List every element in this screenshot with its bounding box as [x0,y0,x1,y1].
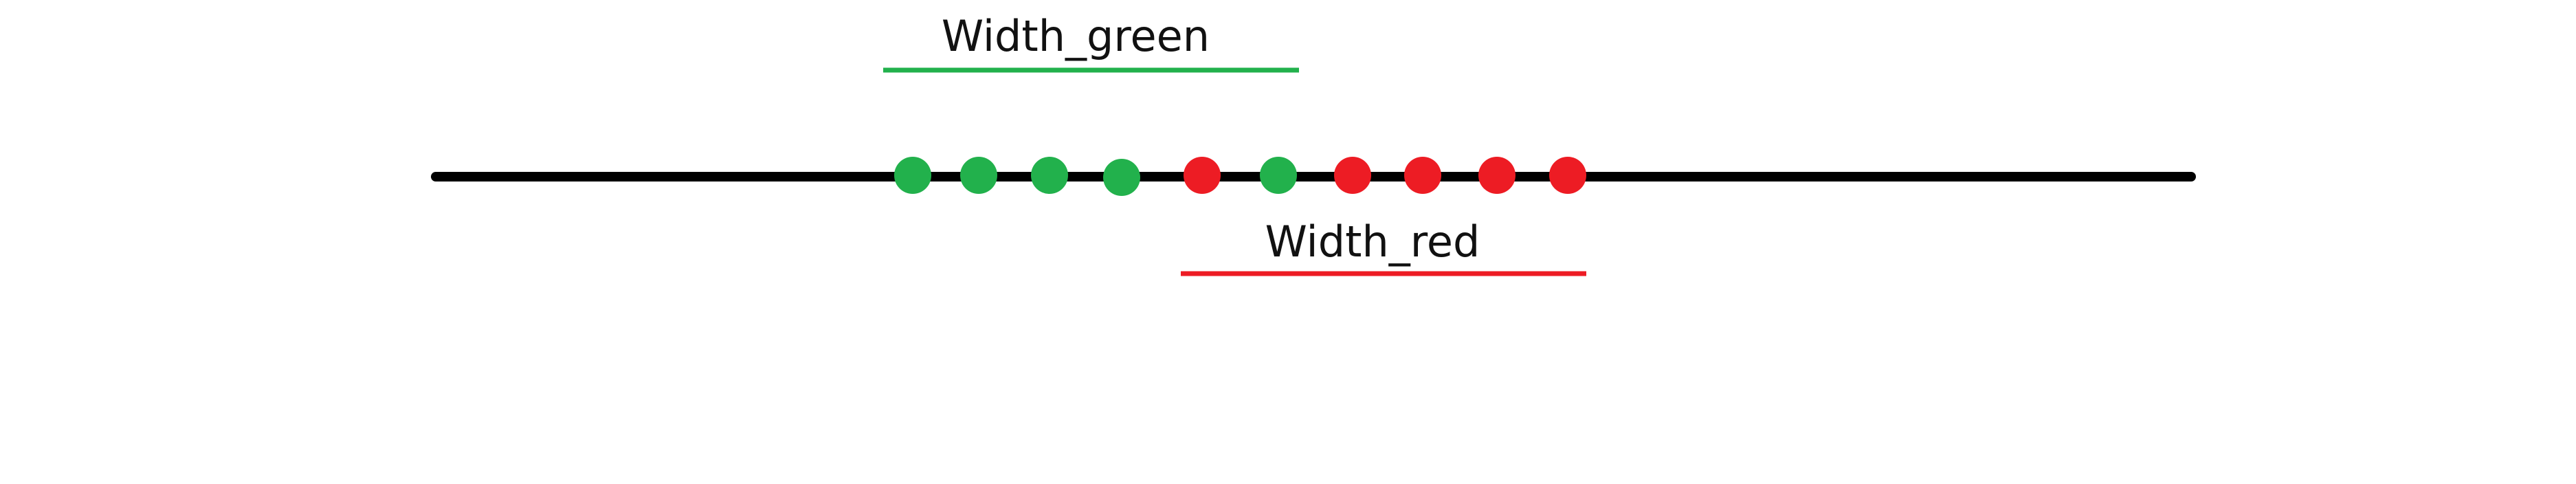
points-group [894,157,1586,196]
red-point [1404,157,1441,194]
green-point [960,157,997,194]
red-point [1549,157,1586,194]
green-point [1031,157,1068,194]
width-green-label: Width_green [942,11,1210,61]
green-point [1103,159,1140,196]
red-point [1184,157,1221,194]
width-red-label: Width_red [1265,217,1480,267]
red-point [1478,157,1515,194]
green-point [894,157,931,194]
green-point [1260,157,1297,194]
red-point [1334,157,1371,194]
